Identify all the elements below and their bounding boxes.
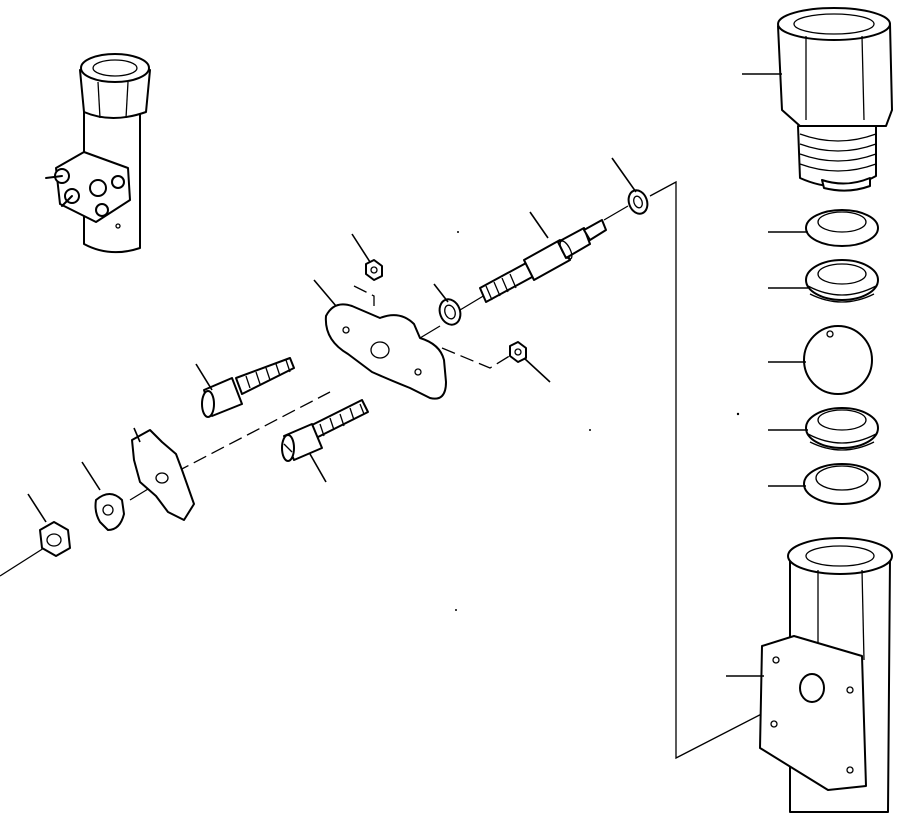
valve-body: [759, 537, 893, 813]
assembled-valve-inset: [45, 53, 151, 254]
lock-washer: [94, 493, 125, 531]
seat-ring-top: [805, 209, 879, 247]
tab-washer: [131, 429, 195, 521]
small-nut-lower: [509, 341, 527, 363]
mounting-flange: [324, 303, 447, 400]
cap-screw-lower: [281, 399, 369, 462]
valve-stem: [479, 219, 607, 303]
assembly-axis: [0, 180, 821, 760]
o-ring-middle: [438, 298, 462, 326]
o-ring-top: [627, 189, 649, 215]
top-hex-fitting: [777, 7, 893, 192]
lock-nut: [39, 521, 71, 557]
threaded-seat-lower: [805, 407, 879, 451]
small-nut-upper: [365, 259, 383, 281]
ball: [803, 325, 873, 395]
threaded-seat-upper: [805, 259, 879, 303]
cap-screw-upper: [201, 357, 295, 418]
callout-leaders: [27, 73, 808, 677]
seat-ring-bottom: [803, 463, 881, 505]
